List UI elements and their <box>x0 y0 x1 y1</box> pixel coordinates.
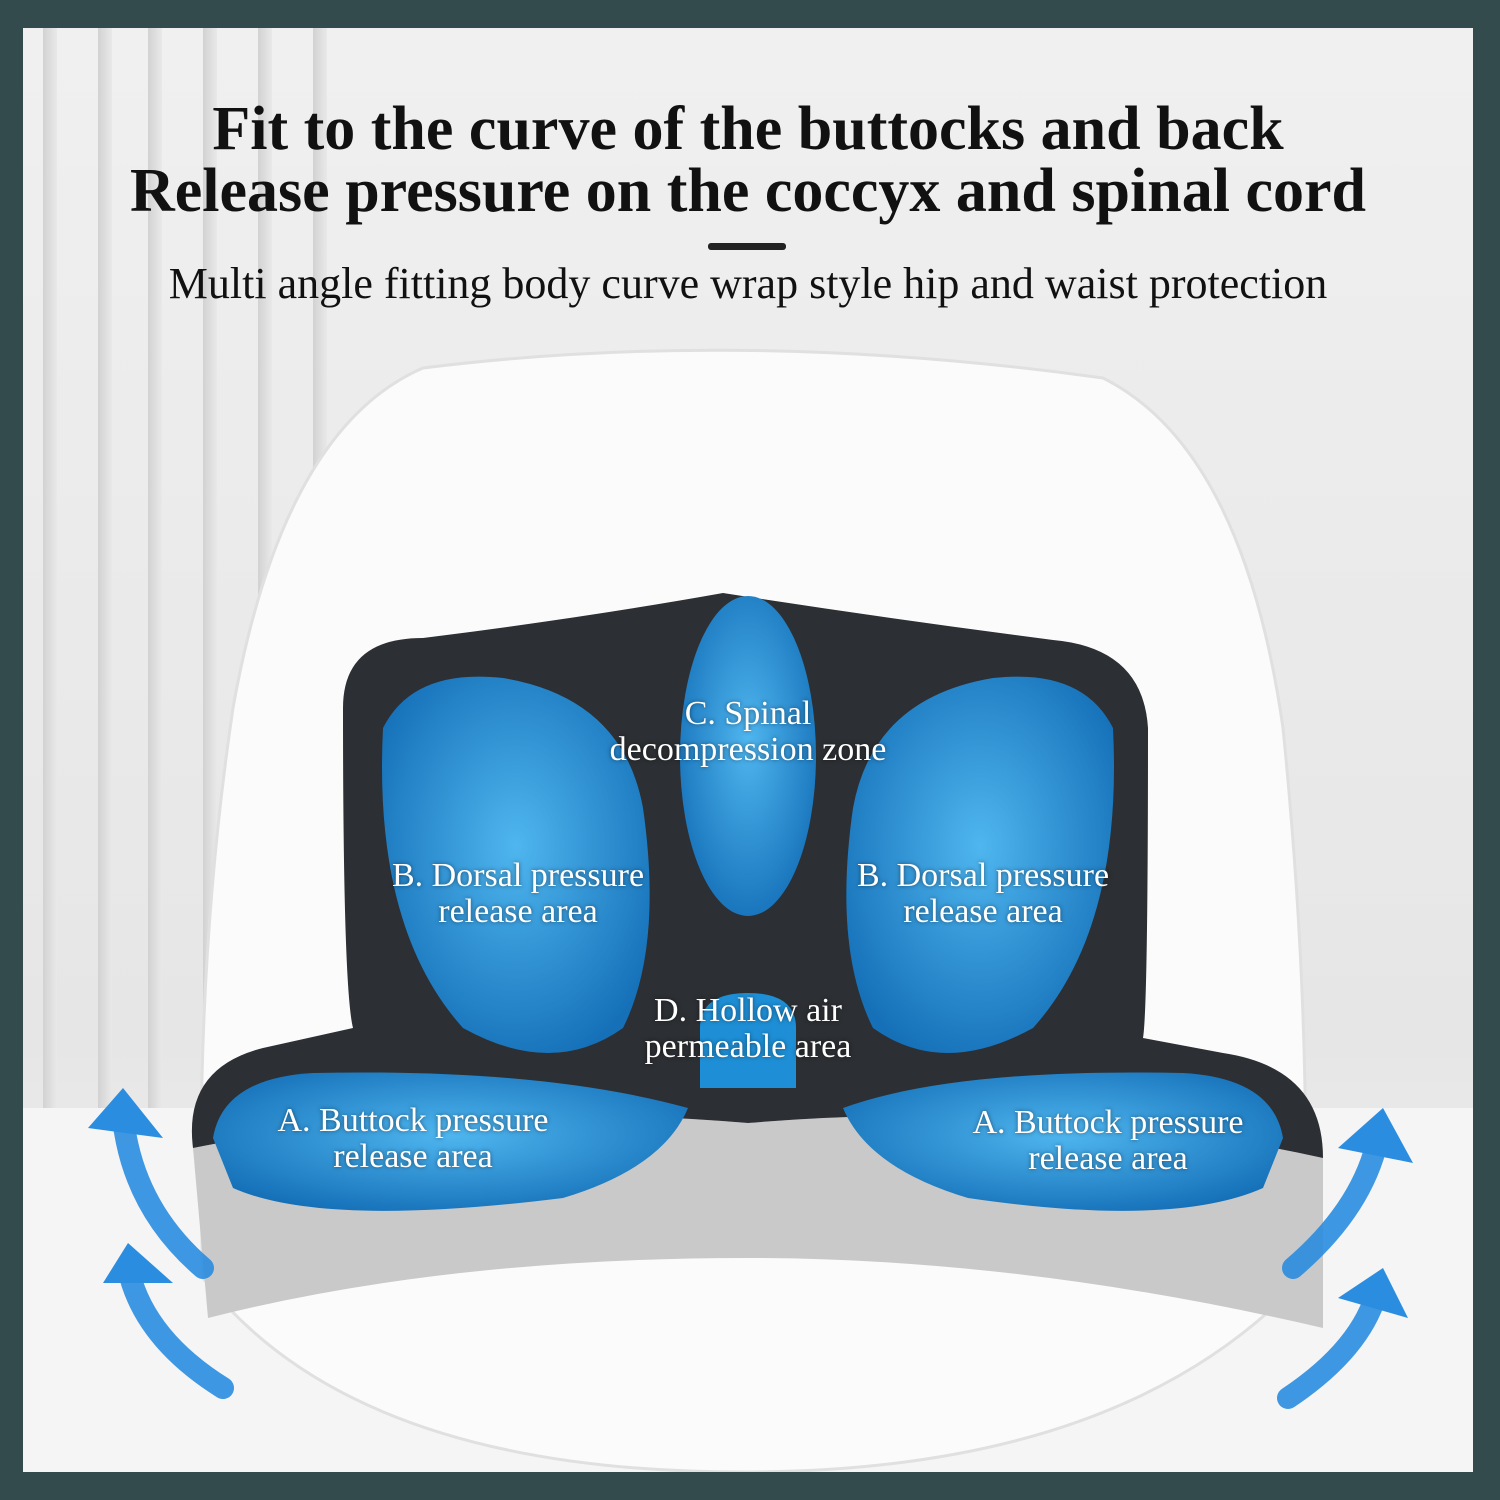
wall-panel <box>98 28 112 1128</box>
label-line: release area <box>333 1138 493 1175</box>
zone-dorsal-right <box>846 676 1114 1053</box>
label-line: B. Dorsal pressure <box>856 857 1110 894</box>
label-line: A. Buttock pressure <box>972 1104 1244 1141</box>
product-image: Fit to the curve of the buttocks and bac… <box>23 28 1473 1472</box>
label-line: B. Dorsal pressure <box>391 857 645 894</box>
arrow-up-icon <box>112 1107 214 1279</box>
wall-panel <box>148 28 162 1128</box>
label-line: A. Buttock pressure <box>277 1102 549 1139</box>
zone-hollow <box>700 993 796 1088</box>
zone-buttock-left <box>213 1072 688 1211</box>
divider <box>708 243 786 250</box>
headline-line-1: Fit to the curve of the buttocks and bac… <box>212 95 1284 163</box>
zone-spinal <box>680 596 816 916</box>
zone-dorsal-left <box>382 676 650 1053</box>
cushion-illustration <box>23 348 1473 1472</box>
wall-panel <box>203 28 217 1128</box>
label-line: decompression zone <box>609 731 887 768</box>
zone-buttock-right <box>843 1072 1283 1211</box>
label-line: release area <box>903 893 1063 930</box>
subtitle: Multi angle fitting body curve wrap styl… <box>168 259 1328 308</box>
label-line: release area <box>1028 1140 1188 1177</box>
label-line: D. Hollow air <box>654 992 842 1029</box>
label-line: release area <box>438 893 598 930</box>
label-line: C. Spinal <box>684 695 812 732</box>
arrow-up-icon <box>117 1257 234 1399</box>
wall-panel <box>43 28 57 1128</box>
headline-line-2: Release pressure on the coccyx and spina… <box>130 157 1366 225</box>
label-line: permeable area <box>644 1028 852 1065</box>
